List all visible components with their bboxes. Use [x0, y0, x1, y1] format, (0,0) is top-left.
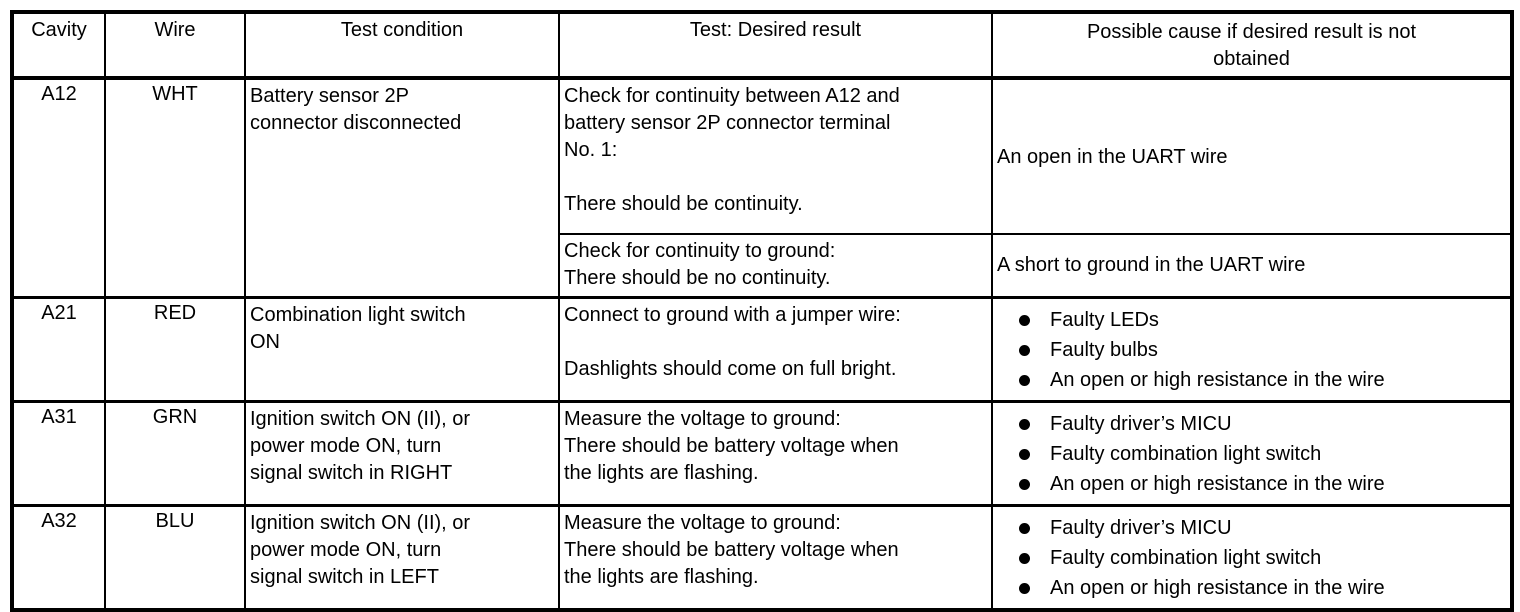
cell-line: Measure the voltage to ground:	[564, 511, 841, 534]
cell-line: battery sensor 2P connector terminal	[564, 112, 891, 134]
cause-bullet-item: An open or high resistance in the wire	[997, 367, 1506, 394]
bullet-icon	[1019, 374, 1030, 386]
bullet-icon	[1019, 582, 1030, 594]
cell-line: Ignition switch ON (II), or	[250, 511, 471, 534]
cause-bullet-item: An open or high resistance in the wire	[997, 575, 1506, 602]
cause-bullet-item: An open or high resistance in the wire	[997, 471, 1506, 498]
table-row-a12: A12 WHT Battery sensor 2P connector disco…	[11, 76, 1513, 298]
cause-text: An open or high resistance in the wire	[1050, 472, 1385, 495]
wire-cell: RED	[104, 295, 246, 402]
bullet-icon	[1019, 478, 1030, 490]
cause-text: Faulty driver’s MICU	[1050, 412, 1232, 435]
cavity-cell: A32	[11, 503, 106, 611]
cell-line: Connect to ground with a jumper wire:	[564, 303, 901, 326]
cell-line: Measure the voltage to ground:	[564, 407, 841, 430]
table-row-a31: A31 GRN Ignition switch ON (II), or power…	[11, 399, 1513, 506]
cause-bullet-item: Faulty LEDs	[997, 307, 1506, 334]
col-header-possible-cause: Possible cause if desired result is not o…	[991, 11, 1513, 80]
desired-result-cell: Check for continuity between A12 and batt…	[558, 76, 993, 235]
cause-bullet-item: Faulty combination light switch	[997, 441, 1506, 468]
bullet-icon	[1019, 448, 1030, 460]
cell-line: No. 1:	[564, 139, 618, 161]
cause-bullet-item: Faulty driver’s MICU	[997, 515, 1506, 542]
col-header-desired-result: Test: Desired result	[558, 11, 993, 80]
bullet-icon	[1019, 344, 1030, 356]
cause-text: An open or high resistance in the wire	[1050, 368, 1385, 391]
col-header-test-condition: Test condition	[244, 11, 560, 80]
bullet-icon	[1019, 552, 1030, 564]
cell-line: There should be battery voltage when	[564, 538, 899, 561]
cause-text: Faulty driver’s MICU	[1050, 516, 1232, 539]
cell-line: the lights are flashing.	[564, 461, 759, 484]
desired-result-cell: Check for continuity to ground: There sho…	[558, 233, 993, 298]
cell-line: Possible cause if desired result is not	[1086, 21, 1417, 43]
table-row-a32: A32 BLU Ignition switch ON (II), or power…	[11, 503, 1513, 611]
test-condition-cell: Ignition switch ON (II), or power mode ON…	[244, 503, 560, 611]
cell-line: connector disconnected	[250, 112, 462, 134]
cell-line: Dashlights should come on full bright.	[564, 357, 897, 380]
cell-line: Check for continuity to ground:	[564, 240, 836, 262]
cause-text: Faulty LEDs	[1050, 308, 1159, 331]
wire-cell: WHT	[104, 76, 246, 298]
cause-bullet-item: Faulty driver’s MICU	[997, 411, 1506, 438]
bullet-icon	[1019, 314, 1030, 326]
wire-cell: GRN	[104, 399, 246, 506]
cause-bullet-item: Faulty bulbs	[997, 337, 1506, 364]
cavity-cell: A31	[11, 399, 106, 506]
test-condition-cell: Battery sensor 2P connector disconnected	[244, 76, 560, 298]
desired-result-cell: Measure the voltage to ground: There shou…	[558, 503, 993, 611]
table-subrow-a12: Check for continuity to ground: There sho…	[12, 233, 1513, 298]
cause-text: Faulty combination light switch	[1050, 442, 1322, 465]
test-condition-cell: Ignition switch ON (II), or power mode ON…	[244, 399, 560, 506]
bullet-icon	[1019, 418, 1030, 430]
cause-text: Faulty combination light switch	[1050, 546, 1322, 569]
troubleshooting-table: Cavity Wire Test condition Test: Desired…	[10, 10, 1514, 612]
cell-line: There should be continuity.	[564, 193, 803, 215]
cause-text: Faulty bulbs	[1050, 338, 1158, 361]
possible-cause-cell: Faulty driver’s MICU Faulty combination l…	[991, 503, 1513, 611]
cell-line: Check for continuity between A12 and	[564, 85, 900, 107]
col-header-wire: Wire	[104, 11, 246, 80]
possible-cause-cell: An open in the UART wire	[991, 76, 1513, 235]
bullet-icon	[1019, 522, 1030, 534]
col-header-cavity: Cavity	[11, 11, 106, 80]
cell-line: Battery sensor 2P	[250, 85, 409, 107]
cell-line: Ignition switch ON (II), or	[250, 407, 471, 430]
cell-line: power mode ON, turn	[250, 434, 442, 457]
cell-line: the lights are flashing.	[564, 565, 759, 588]
header-row: Cavity Wire Test condition Test: Desired…	[11, 11, 1513, 80]
cause-text: An open or high resistance in the wire	[1050, 576, 1385, 599]
possible-cause-cell: A short to ground in the UART wire	[991, 233, 1513, 298]
cell-line: ON	[250, 330, 280, 353]
wire-cell: BLU	[104, 503, 246, 611]
cell-line	[564, 329, 987, 356]
cavity-cell: A21	[11, 295, 106, 402]
cell-line: Combination light switch	[250, 303, 466, 326]
cell-line: signal switch in RIGHT	[250, 461, 453, 484]
possible-cause-cell: Faulty driver’s MICU Faulty combination l…	[991, 399, 1513, 506]
cell-line: power mode ON, turn	[250, 538, 442, 561]
desired-result-cell: Measure the voltage to ground: There shou…	[558, 399, 993, 506]
cell-line: There should be no continuity.	[564, 267, 831, 289]
cavity-cell: A12	[11, 76, 106, 298]
desired-result-cell: Connect to ground with a jumper wire: Da…	[558, 295, 993, 402]
cell-line: signal switch in LEFT	[250, 565, 439, 588]
cell-line: There should be battery voltage when	[564, 434, 899, 457]
cell-line: obtained	[1213, 48, 1290, 70]
cause-bullet-item: Faulty combination light switch	[997, 545, 1506, 572]
cell-line	[564, 164, 987, 191]
